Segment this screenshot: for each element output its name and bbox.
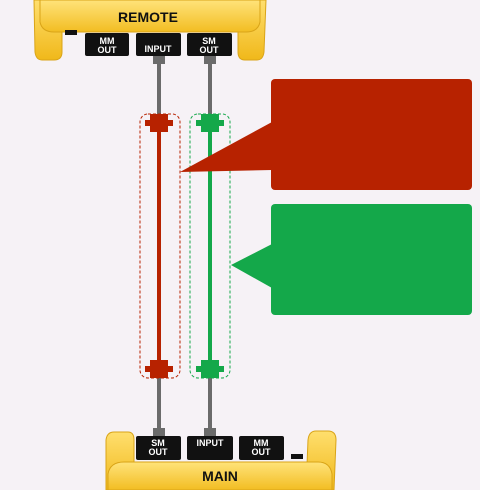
remote-port-sm-out-line1: SM	[202, 36, 216, 46]
green-callout-pointer	[231, 244, 272, 288]
cable-stubs	[153, 56, 216, 436]
red-bottom-connector	[145, 360, 173, 378]
remote-port-sm-out-line2: OUT	[200, 45, 220, 55]
remote-port-input[interactable]: INPUT	[136, 33, 181, 56]
main-port-input[interactable]: INPUT	[187, 436, 233, 460]
red-fiber-link[interactable]	[139, 113, 181, 379]
main-sm-out-connector	[153, 428, 165, 436]
remote-small-tab	[65, 30, 77, 35]
main-input-cable	[208, 378, 212, 430]
main-title: MAIN	[202, 468, 238, 484]
green-callout	[231, 204, 472, 315]
main-input-connector	[204, 428, 216, 436]
main-port-sm-out-line2: OUT	[149, 447, 169, 457]
remote-input-cable	[157, 64, 161, 116]
main-body	[107, 461, 333, 490]
main-port-mm-out[interactable]: MM OUT	[239, 436, 284, 460]
remote-port-sm-out[interactable]: SM OUT	[187, 33, 232, 56]
remote-sm-out-cable	[208, 64, 212, 116]
red-callout-box	[271, 79, 472, 190]
remote-title: REMOTE	[118, 9, 178, 25]
red-top-connector	[145, 114, 173, 132]
main-port-sm-out[interactable]: SM OUT	[136, 436, 181, 460]
green-bottom-connector	[196, 360, 224, 378]
main-sm-out-cable	[157, 378, 161, 430]
main-port-input-label: INPUT	[197, 438, 225, 448]
remote-port-mm-out-line2: OUT	[98, 45, 118, 55]
remote-port-mm-out-line1: MM	[100, 36, 115, 46]
remote-unit: REMOTE MM OUT INPUT SM OUT	[33, 0, 267, 61]
red-fiber-line	[157, 124, 161, 370]
red-callout	[180, 79, 472, 190]
main-port-mm-out-line2: OUT	[252, 447, 272, 457]
main-port-sm-out-line1: SM	[151, 438, 165, 448]
green-fiber-link[interactable]	[189, 113, 231, 379]
green-callout-box	[271, 204, 472, 315]
red-callout-pointer	[180, 122, 272, 172]
green-top-connector	[196, 114, 224, 132]
green-fiber-line	[208, 124, 212, 370]
remote-port-input-label: INPUT	[145, 44, 173, 54]
main-unit: MAIN SM OUT INPUT MM OUT	[105, 430, 337, 490]
remote-input-connector	[153, 56, 165, 64]
main-port-mm-out-line1: MM	[254, 438, 269, 448]
remote-port-mm-out[interactable]: MM OUT	[85, 33, 129, 56]
main-small-tab	[291, 454, 303, 459]
remote-sm-out-connector	[204, 56, 216, 64]
remote-body	[39, 0, 261, 33]
